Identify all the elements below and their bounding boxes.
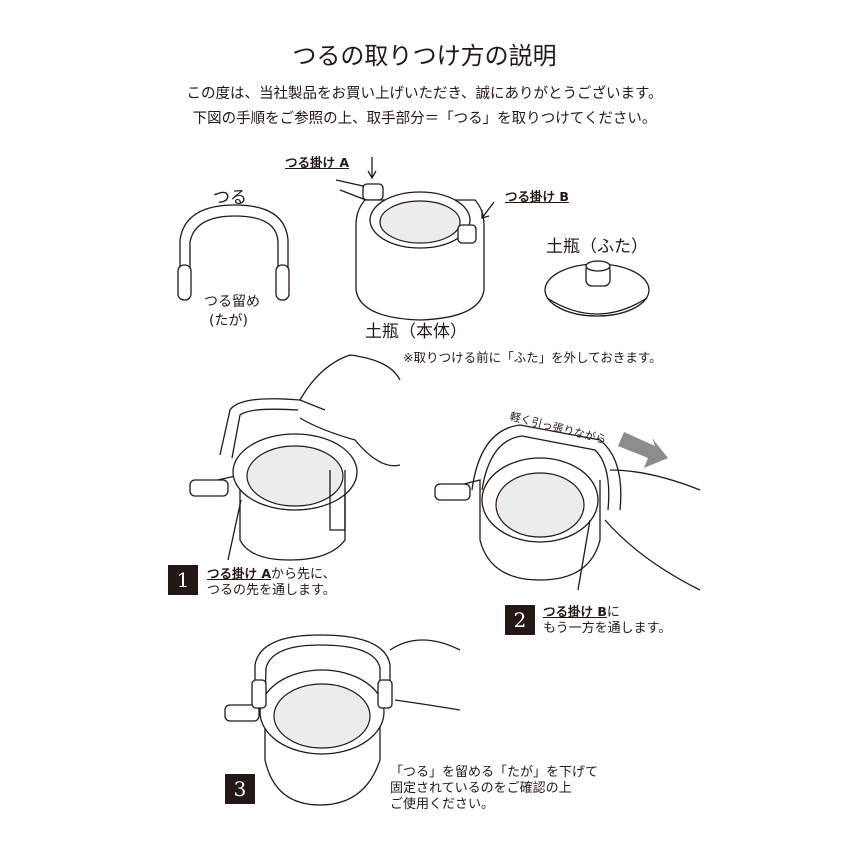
label-hook-a: つる掛け A bbox=[285, 155, 350, 170]
label-stopper-sub: (たが) bbox=[209, 313, 248, 329]
step-1-hook: つる掛け A bbox=[207, 566, 272, 581]
label-lid: 土瓶（ふた） bbox=[546, 237, 648, 257]
step-1-line1: から先に、 bbox=[271, 567, 336, 582]
step-3-line2: 固定されているのをご確認の上 bbox=[390, 781, 572, 796]
step-2-line2: もう一方を通します。 bbox=[543, 621, 672, 636]
intro-line-2: 下図の手順をご参照の上、取手部分＝「つる」を取りつけてください。 bbox=[192, 111, 657, 127]
label-handle: つる bbox=[213, 188, 247, 208]
label-stopper: つる留め bbox=[204, 294, 260, 310]
label-hook-b: つる掛け B bbox=[505, 189, 569, 204]
step1-illustration bbox=[189, 354, 401, 561]
step-1-line2: つるの先を通します。 bbox=[207, 583, 336, 598]
lid-illustration bbox=[544, 260, 650, 317]
step-3-text: 「つる」を留める「たが」を下げて 固定されているのをご確認の上 ご使用ください。 bbox=[390, 765, 598, 813]
page-title: つるの取りつけ方の説明 bbox=[292, 42, 557, 70]
intro-line-1: この度は、当社製品をお買い上げいただき、誠にありがとうございます。 bbox=[186, 86, 663, 102]
step-2-line1: に bbox=[606, 605, 620, 620]
handle-illustration bbox=[177, 204, 290, 301]
label-pot-body: 土瓶（本体） bbox=[365, 322, 467, 342]
pot-body-illustration bbox=[335, 179, 485, 321]
step3-illustration bbox=[224, 634, 461, 806]
step-2-hook: つる掛け B bbox=[543, 604, 607, 619]
step2-illustration bbox=[434, 424, 701, 591]
note-remove-lid: ※取りつける前に「ふた」を外しておきます。 bbox=[403, 350, 662, 365]
step-1-text: つる掛け Aから先に、 つるの先を通します。 bbox=[207, 566, 336, 599]
step-3-badge: 3 bbox=[225, 774, 255, 804]
step-3-line3: ご使用ください。 bbox=[390, 797, 495, 812]
step-1-badge: 1 bbox=[168, 565, 198, 595]
step-2-badge: 2 bbox=[505, 605, 535, 635]
step-3-line1: 「つる」を留める「たが」を下げて bbox=[390, 765, 599, 780]
step-2-text: つる掛け Bに もう一方を通します。 bbox=[543, 604, 671, 637]
